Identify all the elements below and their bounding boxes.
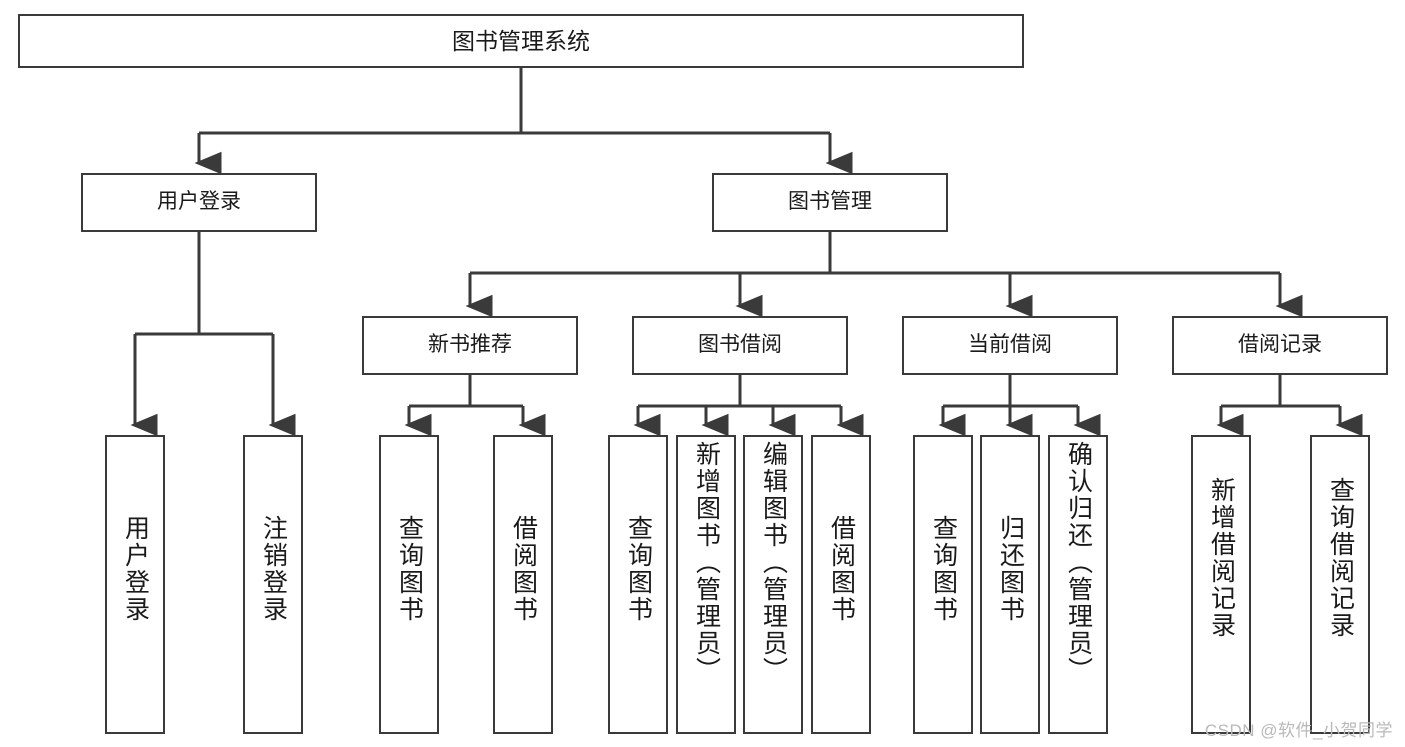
watermark-text: CSDN @软件_小贺同学 [1204, 721, 1393, 740]
node-leaf-return-book-label: 归还图书 [996, 515, 1025, 623]
node-leaf-edit-book-label: 编辑图书（管理员） [759, 441, 788, 684]
node-leaf-query-book-3[interactable]: 查询图书 [913, 435, 973, 734]
node-leaf-borrow-book-2[interactable]: 借阅图书 [811, 435, 871, 734]
node-leaf-user-login[interactable]: 用户登录 [105, 435, 165, 734]
node-leaf-borrow-book-2-label: 借阅图书 [827, 515, 856, 623]
node-user-login[interactable]: 用户登录 [81, 173, 317, 232]
node-leaf-add-record-label: 新增借阅记录 [1207, 477, 1236, 639]
node-leaf-edit-book[interactable]: 编辑图书（管理员） [743, 435, 803, 734]
node-borrow-record[interactable]: 借阅记录 [1172, 316, 1388, 375]
node-leaf-borrow-book-1[interactable]: 借阅图书 [493, 435, 553, 734]
node-new-book-recommend[interactable]: 新书推荐 [362, 316, 578, 375]
node-leaf-confirm-return[interactable]: 确认归还（管理员） [1048, 435, 1108, 734]
node-leaf-query-book-1[interactable]: 查询图书 [379, 435, 439, 734]
node-leaf-user-logout-label: 注销登录 [259, 515, 288, 623]
node-leaf-user-logout[interactable]: 注销登录 [243, 435, 303, 734]
node-leaf-query-record-label: 查询借阅记录 [1326, 477, 1355, 639]
node-leaf-query-record[interactable]: 查询借阅记录 [1310, 435, 1370, 734]
node-book-manage[interactable]: 图书管理 [712, 173, 948, 232]
node-user-login-label: 用户登录 [157, 190, 241, 214]
node-leaf-confirm-return-label: 确认归还（管理员） [1064, 441, 1093, 684]
node-book-manage-label: 图书管理 [788, 190, 872, 214]
node-leaf-query-book-2-label: 查询图书 [624, 515, 653, 623]
node-new-book-recommend-label: 新书推荐 [428, 333, 512, 357]
node-leaf-query-book-2[interactable]: 查询图书 [608, 435, 668, 734]
node-leaf-add-book[interactable]: 新增图书（管理员） [676, 435, 736, 734]
node-leaf-user-login-label: 用户登录 [121, 515, 150, 623]
node-leaf-add-book-label: 新增图书（管理员） [692, 441, 721, 684]
node-current-borrow[interactable]: 当前借阅 [902, 316, 1118, 375]
node-leaf-add-record[interactable]: 新增借阅记录 [1191, 435, 1251, 734]
node-book-borrow[interactable]: 图书借阅 [632, 316, 848, 375]
node-leaf-borrow-book-1-label: 借阅图书 [509, 515, 538, 623]
node-current-borrow-label: 当前借阅 [968, 333, 1052, 357]
node-borrow-record-label: 借阅记录 [1238, 333, 1322, 357]
node-leaf-query-book-3-label: 查询图书 [929, 515, 958, 623]
node-leaf-return-book[interactable]: 归还图书 [980, 435, 1040, 734]
node-root[interactable]: 图书管理系统 [18, 14, 1024, 68]
node-leaf-query-book-1-label: 查询图书 [395, 515, 424, 623]
node-root-label: 图书管理系统 [452, 27, 590, 54]
node-book-borrow-label: 图书借阅 [698, 333, 782, 357]
